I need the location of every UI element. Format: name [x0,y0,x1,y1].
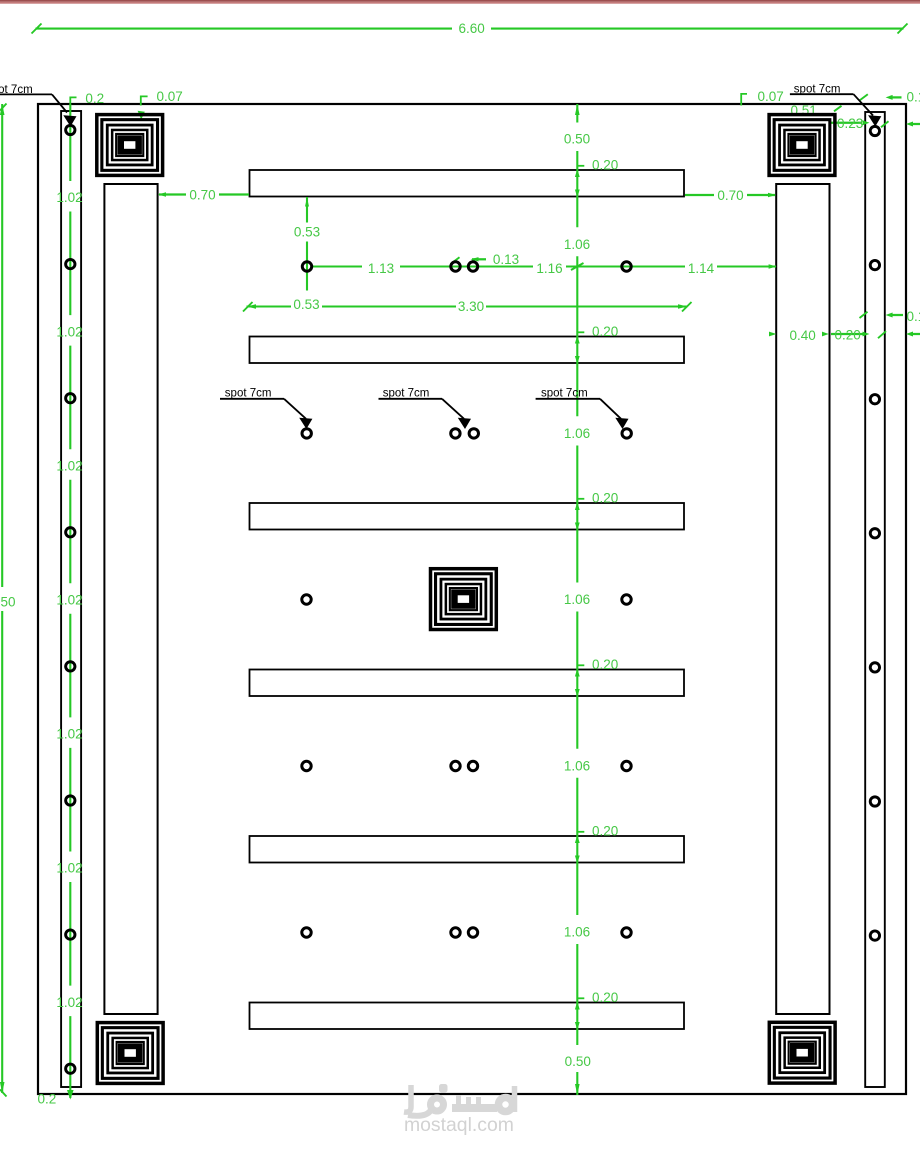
svg-text:0.20: 0.20 [592,324,618,339]
svg-text:1.06: 1.06 [564,759,590,774]
svg-text:0.07: 0.07 [758,89,784,104]
svg-text:spot 7cm: spot 7cm [225,388,272,400]
svg-text:spot 7cm: spot 7cm [0,84,33,96]
svg-text:3.30: 3.30 [458,299,484,314]
svg-text:50: 50 [1,595,16,610]
svg-text:0.20: 0.20 [592,990,618,1005]
svg-text:1.06: 1.06 [564,592,590,607]
svg-text:1.02: 1.02 [56,190,82,205]
svg-text:1.06: 1.06 [564,237,590,252]
svg-text:1.02: 1.02 [56,324,82,339]
svg-text:0.1: 0.1 [907,309,920,324]
svg-text:0.20: 0.20 [592,491,618,506]
svg-text:1.02: 1.02 [56,593,82,608]
svg-text:0.07: 0.07 [157,89,183,104]
svg-text:1.02: 1.02 [56,458,82,473]
svg-text:0.53: 0.53 [294,225,320,240]
svg-text:1.06: 1.06 [564,426,590,441]
svg-text:0.20: 0.20 [835,328,861,343]
svg-text:0.2: 0.2 [85,91,104,106]
svg-text:0.13: 0.13 [493,252,519,267]
svg-text:6.60: 6.60 [458,21,484,36]
svg-text:0.70: 0.70 [717,188,743,203]
svg-text:0.53: 0.53 [293,297,319,312]
svg-text:0.20: 0.20 [592,657,618,672]
svg-text:0.2: 0.2 [38,1092,57,1107]
svg-text:1.06: 1.06 [564,925,590,940]
svg-text:mostaql.com: mostaql.com [404,1114,514,1136]
svg-text:0.70: 0.70 [189,187,215,202]
svg-text:spot 7cm: spot 7cm [541,388,588,400]
svg-text:1.02: 1.02 [56,995,82,1010]
svg-text:0.20: 0.20 [592,824,618,839]
svg-text:0.23: 0.23 [837,116,863,131]
svg-text:0.20: 0.20 [592,158,618,173]
svg-text:1.02: 1.02 [56,727,82,742]
svg-text:0.50: 0.50 [564,132,590,147]
svg-text:0.50: 0.50 [565,1054,591,1069]
svg-text:0.40: 0.40 [790,328,816,343]
svg-text:1.02: 1.02 [56,861,82,876]
svg-text:spot 7cm: spot 7cm [383,388,430,400]
svg-text:1.16: 1.16 [536,261,562,276]
svg-text:spot 7cm: spot 7cm [794,84,841,96]
svg-text:1.14: 1.14 [688,261,715,276]
svg-text:1.13: 1.13 [368,261,394,276]
svg-text:0.1: 0.1 [907,90,920,105]
